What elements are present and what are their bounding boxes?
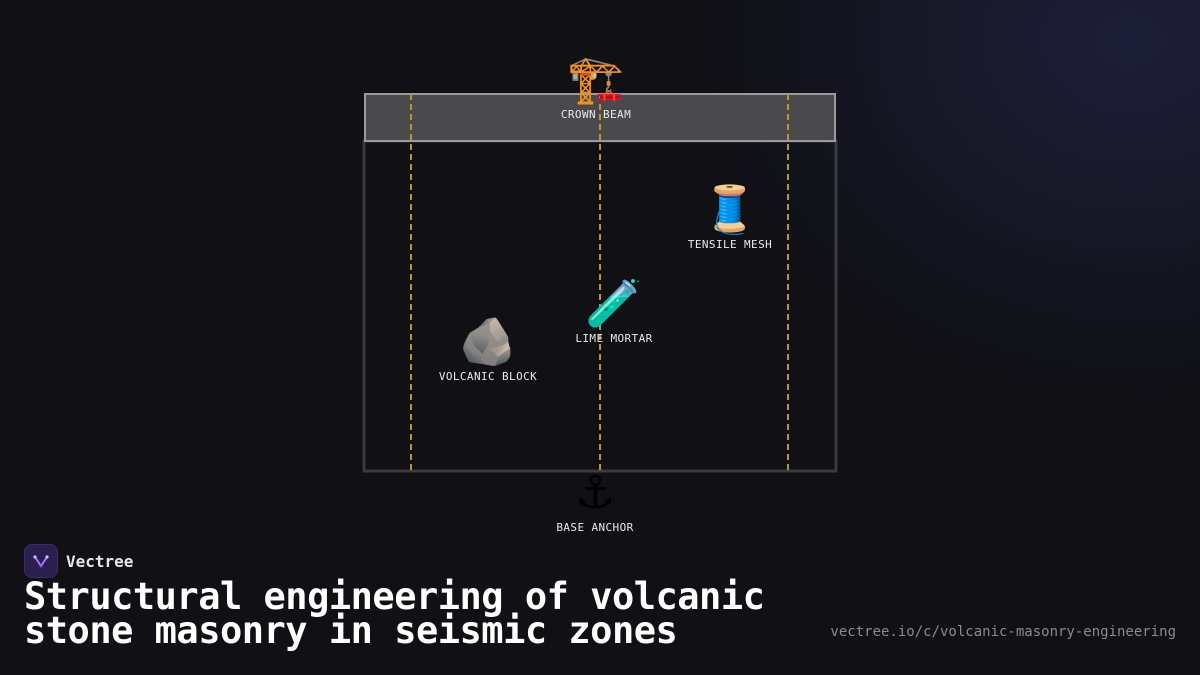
vectree-logo-icon bbox=[24, 544, 58, 578]
title-line-2: stone masonry in seismic zones bbox=[24, 609, 678, 652]
node-label: VOLCANIC BLOCK bbox=[438, 370, 538, 383]
rock-icon: 🪨 bbox=[459, 314, 517, 368]
thread-spool-icon: 🧵 bbox=[701, 182, 759, 236]
brand: Vectree bbox=[24, 544, 133, 578]
brand-name: Vectree bbox=[66, 551, 134, 571]
node-label: TENSILE MESH bbox=[687, 238, 773, 251]
vectree-logo-mark bbox=[33, 555, 49, 568]
node-label: LIME MORTAR bbox=[575, 332, 653, 345]
node-tensile-mesh: 🧵 TENSILE MESH bbox=[630, 182, 830, 251]
page-title: Structural engineering of volcanic stone… bbox=[24, 578, 804, 649]
node-base-anchor: ⚓ BASE ANCHOR bbox=[495, 465, 695, 534]
node-label: CROWN BEAM bbox=[560, 108, 632, 121]
crane-icon: 🏗️ bbox=[567, 52, 625, 106]
title-line-1: Structural engineering of volcanic bbox=[24, 575, 765, 618]
node-lime-mortar: 🧪 LIME MORTAR bbox=[514, 276, 714, 345]
node-crown-beam: 🏗️ CROWN BEAM bbox=[496, 52, 696, 121]
test-tube-icon: 🧪 bbox=[585, 276, 643, 330]
page-url: vectree.io/c/volcanic-masonry-engineerin… bbox=[830, 624, 1176, 640]
anchor-icon: ⚓ bbox=[574, 465, 616, 519]
node-label: BASE ANCHOR bbox=[556, 521, 634, 534]
node-volcanic-block: 🪨 VOLCANIC BLOCK bbox=[388, 314, 588, 383]
